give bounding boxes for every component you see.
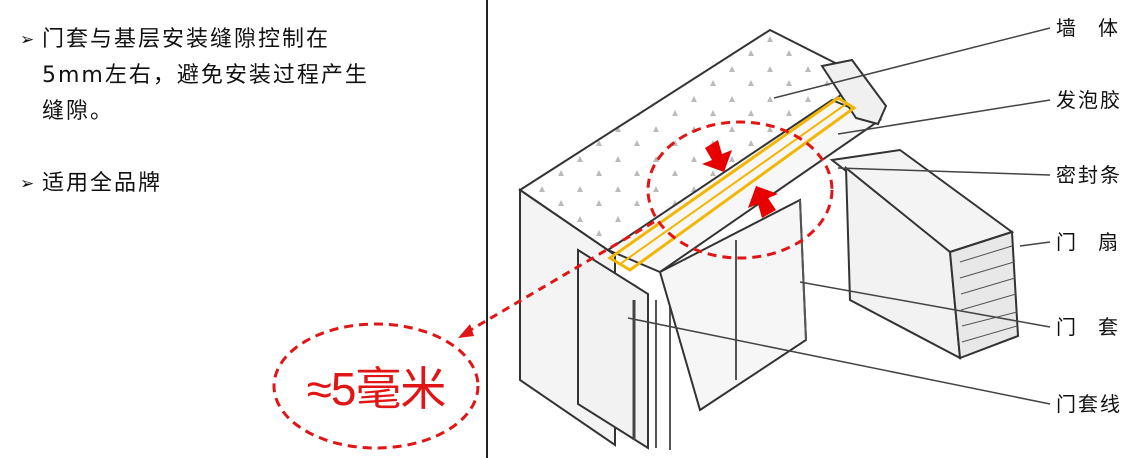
label-door-frame: 门套 <box>1056 315 1133 339</box>
callout-connector <box>461 220 655 337</box>
label-wall: 墙体 <box>1056 16 1133 40</box>
gap-arrow-bottom-icon <box>748 186 778 218</box>
gap-callout-text: ≈5毫米 <box>306 363 447 415</box>
label-seal-strip: 密封条 <box>1056 163 1122 187</box>
label-door-leaf: 门扇 <box>1056 230 1133 254</box>
casing-front <box>577 248 649 450</box>
arrow-bullet-icon: ➢ <box>20 174 37 194</box>
leader-lines <box>627 27 1051 405</box>
label-casing: 门套线 <box>1056 392 1122 416</box>
connector-arrowhead-icon <box>458 324 474 338</box>
gap-detail-ellipse <box>646 120 834 260</box>
bullet-text-gap-control: 门套与基层安装缝隙控制在5mm左右，避免安装过程产生缝隙。 <box>42 27 369 124</box>
foam-strip-highlight <box>607 96 857 272</box>
label-foam: 发泡胶 <box>1056 88 1122 112</box>
arrow-bullet-icon: ➢ <box>20 30 37 50</box>
door-leaf-edge <box>948 230 1020 360</box>
frame-edge-2 <box>799 199 807 341</box>
bullet-list: ➢ 门套与基层安装缝隙控制在5mm左右，避免安装过程产生缝隙。 ➢ 适用全品牌 <box>20 22 400 202</box>
gap-arrow-top-icon <box>702 140 732 172</box>
vertical-divider <box>486 0 488 458</box>
bullet-text-brands: 适用全品牌 <box>42 171 163 196</box>
bullet-item-brands: ➢ 适用全品牌 <box>20 166 400 202</box>
foam-strip-centerline <box>619 103 847 265</box>
bullet-item-gap-control: ➢ 门套与基层安装缝隙控制在5mm左右，避免安装过程产生缝隙。 <box>20 22 400 130</box>
callout-ellipse <box>272 322 480 450</box>
